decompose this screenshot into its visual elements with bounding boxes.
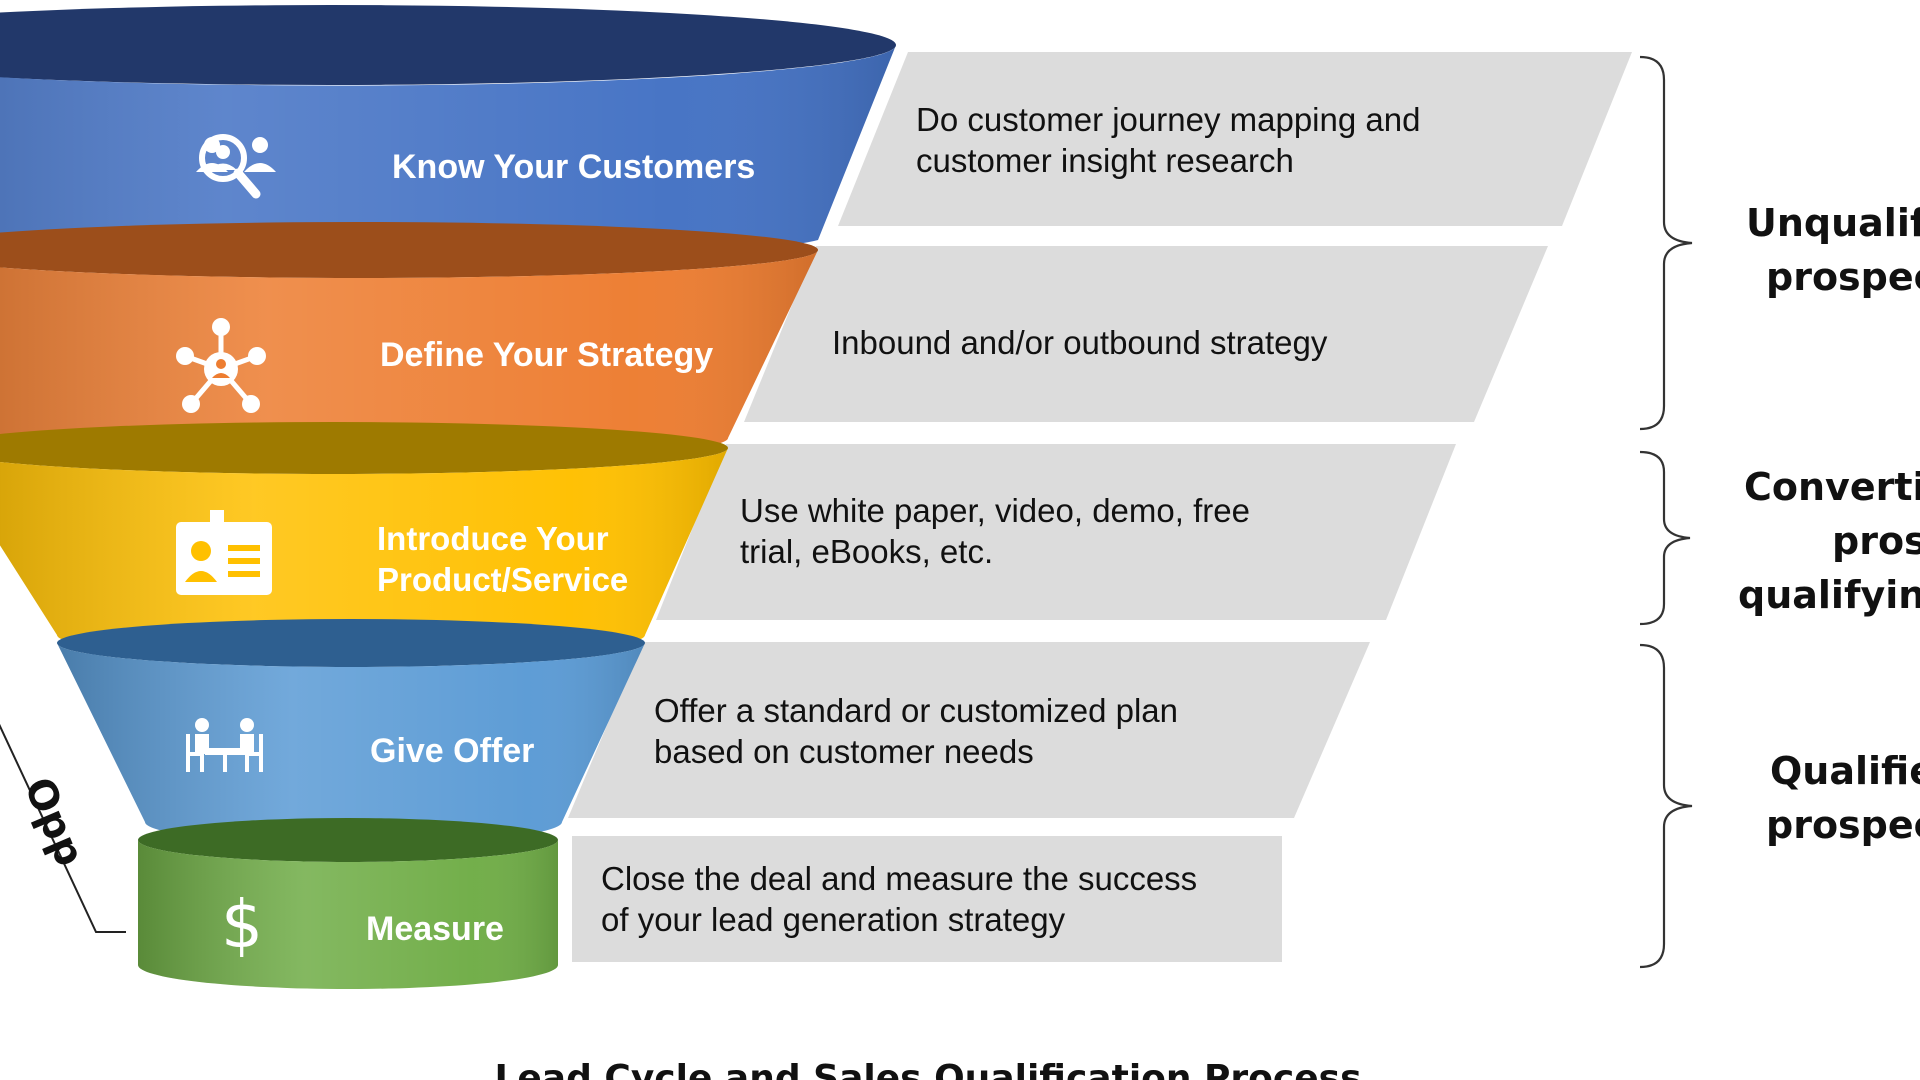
stage-label: Give Offer xyxy=(370,732,534,770)
stage-descriptions: Do customer journey mapping and customer… xyxy=(601,101,1430,938)
network-icon xyxy=(176,318,266,413)
stage-label: Measure xyxy=(366,910,504,948)
stage-description: Use white paper, video, demo, free trial… xyxy=(740,492,1259,570)
stage-4-shading xyxy=(57,643,645,845)
stage-3-shading xyxy=(0,448,728,659)
category-label: Convertir prosp qualifying xyxy=(1738,465,1920,617)
funnel-rim-3 xyxy=(0,422,728,474)
category-label: Qualifie prospect xyxy=(1766,749,1920,847)
category-labels: Unqualifi prospect Convertir prosp quali… xyxy=(1738,201,1920,847)
customer-search-icon xyxy=(196,134,276,199)
side-connector-line xyxy=(0,723,126,933)
description-panel xyxy=(568,642,1370,818)
side-connector: Opp xyxy=(0,723,126,933)
funnel xyxy=(0,5,896,989)
stage-description: Inbound and/or outbound strategy xyxy=(832,324,1328,361)
funnel-rim-5 xyxy=(138,818,558,862)
funnel-rim-2 xyxy=(0,222,818,278)
stage-label: Know Your Customers xyxy=(392,148,755,186)
brace-unqualified xyxy=(1639,55,1693,431)
stage-1-shading xyxy=(0,45,896,262)
brace-qualified xyxy=(1639,643,1693,969)
dollar-icon: $ xyxy=(221,886,263,963)
meeting-table-icon xyxy=(186,718,263,772)
diagram-caption: Lead Cycle and Sales Qualification Proce… xyxy=(494,1058,1361,1080)
stage-description: Do customer journey mapping and customer… xyxy=(916,101,1430,179)
id-card-icon xyxy=(176,510,272,595)
category-braces xyxy=(1639,55,1693,969)
funnel-top-ellipse xyxy=(0,5,896,85)
stage-description: Offer a standard or customized plan base… xyxy=(654,692,1187,770)
description-panel xyxy=(838,52,1632,226)
funnel-rim-4 xyxy=(57,619,645,667)
stage-description: Close the deal and measure the success o… xyxy=(601,860,1206,938)
stage-label: Define Your Strategy xyxy=(380,336,713,374)
side-label: Opp xyxy=(15,771,93,873)
brace-converting xyxy=(1639,450,1691,626)
category-label: Unqualifi prospect xyxy=(1746,201,1920,299)
stage-2-shading xyxy=(0,250,818,464)
stage-5-shading xyxy=(138,840,558,989)
description-panel xyxy=(744,246,1548,422)
description-panels xyxy=(568,52,1632,962)
description-panel xyxy=(656,444,1456,620)
description-panel xyxy=(572,836,1282,962)
stage-label: Introduce Your Product/Service xyxy=(377,520,628,598)
svg-text:$: $ xyxy=(221,886,263,963)
stage-labels: Know Your Customers Define Your Strategy… xyxy=(366,148,755,948)
